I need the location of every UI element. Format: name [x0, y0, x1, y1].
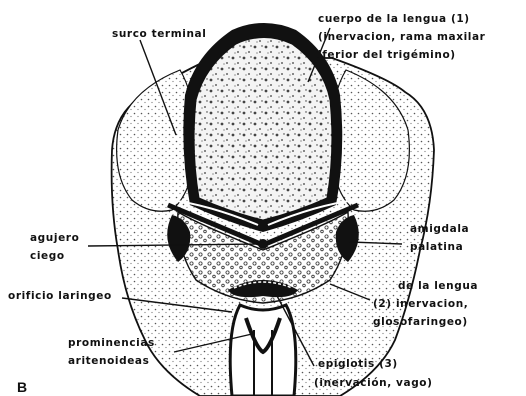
- label-cuerpo-2: (inervacion, rama maxilar: [318, 31, 486, 43]
- label-orificio: orificio laringeo: [8, 290, 112, 302]
- label-raiz-3: glosofaringeo): [373, 316, 468, 328]
- foramen-cecum: [258, 239, 268, 249]
- label-amigdala: amigdala: [410, 223, 469, 235]
- label-surco-terminal: surco terminal: [112, 28, 206, 40]
- left-lateral-swelling: [117, 70, 195, 211]
- label-epiglotis: epiglotis (3): [318, 358, 398, 370]
- label-cuerpo-1: cuerpo de la lengua (1): [318, 13, 470, 25]
- label-palatina: palatina: [410, 241, 463, 253]
- panel-letter: B: [17, 379, 27, 395]
- label-raiz-2: (2) inervacion,: [373, 298, 468, 310]
- label-ciego: ciego: [30, 250, 65, 262]
- label-raiz-1: de la lengua: [398, 280, 478, 292]
- label-agujero: agujero: [30, 232, 79, 244]
- label-aritenoideas: aritenoideas: [68, 355, 149, 367]
- label-cuerpo-3: iferior del trigémino): [318, 49, 456, 61]
- label-prominencias: prominencias: [68, 337, 155, 349]
- label-epiglotis-inervacion: (inervación, vago): [314, 377, 433, 389]
- tongue-body: [194, 38, 332, 221]
